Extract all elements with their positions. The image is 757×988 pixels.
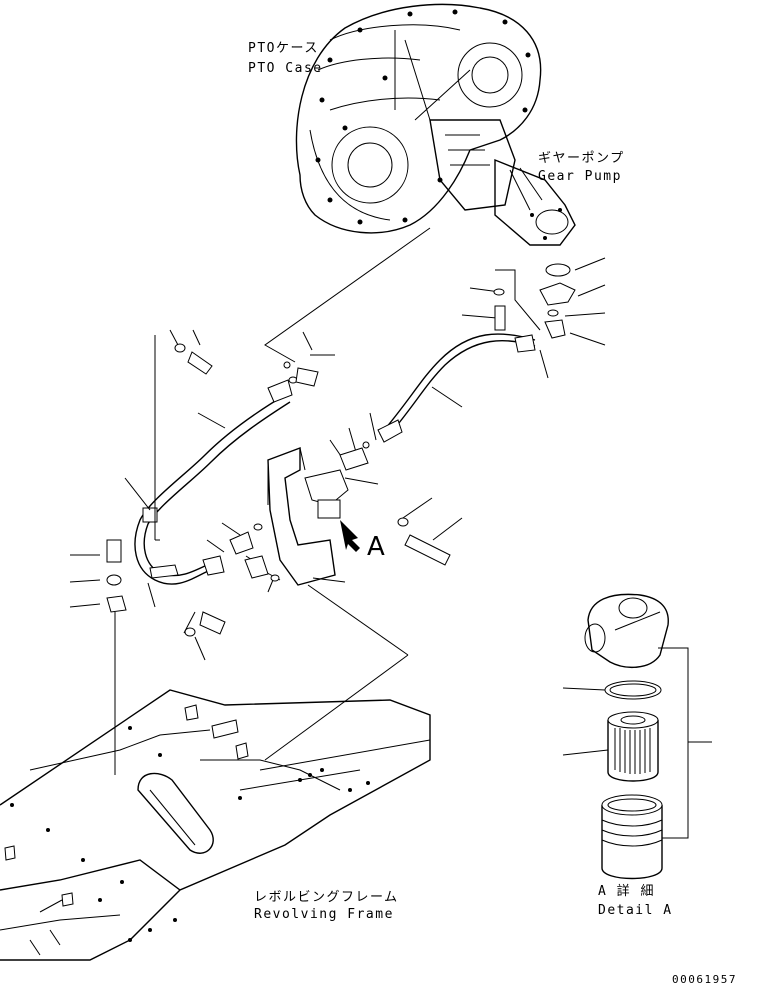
filter-bracket: [267, 446, 336, 586]
view-arrow: [340, 520, 360, 552]
view-a-label: A: [367, 532, 385, 562]
gear-pump-label-jp: ギヤーポンプ: [538, 151, 625, 166]
frame-blocks: [4, 704, 249, 907]
revolving-frame-label-jp: レボルビングフレーム: [254, 890, 399, 905]
left-hose: [134, 379, 293, 585]
gear-pump-label-en: Gear Pump: [538, 169, 622, 184]
gear-pump-drawing: [429, 119, 576, 246]
upper-hose: [377, 333, 536, 443]
hose-fittings: [106, 343, 451, 637]
bracket-leaders: [114, 335, 409, 775]
detail-a-drawing: [562, 593, 712, 880]
revolving-frame-label-en: Revolving Frame: [254, 907, 394, 922]
pto-case-drawing: [295, 3, 542, 234]
pto-case-label-jp: PTOケース: [248, 41, 319, 56]
drawing-number: 00061957: [672, 973, 737, 986]
pto-case-label-en: PTO Case: [248, 61, 323, 76]
hose-leaders: [69, 329, 463, 661]
revolving-frame-drawing: [0, 689, 431, 961]
detail-a-label-en: Detail A: [598, 903, 673, 918]
detail-a-label-jp: A 詳 細: [598, 883, 655, 899]
pump-fittings: [493, 263, 576, 339]
